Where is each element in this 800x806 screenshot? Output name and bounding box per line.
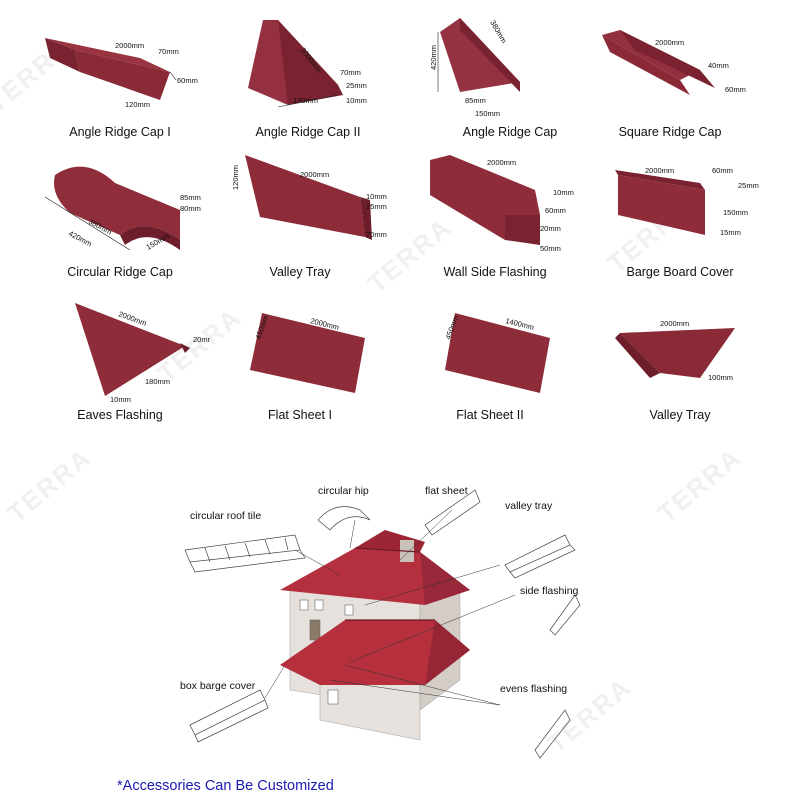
- svg-text:50mm: 50mm: [540, 244, 561, 253]
- product-caption: Angle Ridge Cap II: [255, 125, 361, 139]
- flat-sheet-1-drawing: 450mm 2000mm: [250, 313, 365, 393]
- svg-text:2000mm: 2000mm: [660, 319, 689, 328]
- product-caption: Square Ridge Cap: [618, 125, 722, 139]
- svg-text:120mm: 120mm: [231, 165, 240, 190]
- product-caption: Angle Ridge Cap I: [69, 125, 171, 139]
- svg-text:10mm: 10mm: [553, 188, 574, 197]
- valley-tray-2-drawing: 2000mm 100mm: [615, 319, 735, 382]
- roof-accessory-diagram: circular roof tile circular hip flat she…: [170, 480, 630, 780]
- product-wall-side-flashing: 2000mm 10mm 60mm 20mm 50mm Wall Side Fla…: [405, 155, 585, 285]
- svg-text:85mm: 85mm: [465, 96, 486, 105]
- product-barge-board-cover: 2000mm 60mm 25mm 150mm 15mm Barge Board …: [590, 155, 770, 285]
- angle-ridge-cap-3-drawing: 420mm 380mm 85mm 150mm: [429, 18, 520, 118]
- product-caption: Barge Board Cover: [626, 265, 734, 279]
- product-angle-ridge-cap-1: 2000mm 70mm 60mm 120mm Angle Ridge Cap I: [30, 10, 210, 140]
- label-flat-sheet: flat sheet: [425, 485, 468, 497]
- svg-text:60mm: 60mm: [177, 76, 198, 85]
- svg-text:60mm: 60mm: [725, 85, 746, 94]
- product-eaves-flashing: 2000mm 20mm 180mm 10mm Eaves Flashing: [30, 298, 210, 428]
- label-circular-roof-tile: circular roof tile: [190, 510, 262, 522]
- product-caption: Flat Sheet I: [268, 408, 332, 422]
- svg-text:380mm: 380mm: [488, 19, 508, 45]
- product-square-ridge-cap: 2000mm 40mm 60mm Square Ridge Cap: [580, 10, 760, 140]
- svg-text:2000mm: 2000mm: [487, 158, 516, 167]
- svg-text:70mm: 70mm: [366, 230, 387, 239]
- svg-text:25mm: 25mm: [346, 81, 367, 90]
- svg-text:2000mm: 2000mm: [300, 170, 329, 179]
- svg-text:2000mm: 2000mm: [655, 38, 684, 47]
- svg-text:180mm: 180mm: [145, 377, 170, 386]
- product-flat-sheet-1: 450mm 2000mm Flat Sheet I: [210, 298, 390, 428]
- circular-ridge-cap-drawing: 85mm 80mm 380mm 420mm 150mm: [44, 166, 201, 252]
- eaves-flashing-drawing: 2000mm 20mm 180mm 10mm: [75, 303, 210, 404]
- svg-text:2000mm: 2000mm: [115, 41, 144, 50]
- angle-ridge-cap-1-drawing: 2000mm 70mm 60mm 120mm: [45, 38, 198, 109]
- product-circular-ridge-cap: 85mm 80mm 380mm 420mm 150mm Circular Rid…: [30, 155, 210, 285]
- label-side-flashing: side flashing: [520, 585, 579, 597]
- product-valley-tray-2: 2000mm 100mm Valley Tray: [590, 298, 770, 428]
- svg-text:150mm: 150mm: [475, 109, 500, 118]
- product-caption: Angle Ridge Cap: [462, 125, 558, 139]
- watermark-text: TERRA: [651, 441, 748, 529]
- customization-note: *Accessories Can Be Customized: [117, 778, 334, 794]
- svg-text:70mm: 70mm: [158, 47, 179, 56]
- product-caption: Circular Ridge Cap: [67, 265, 173, 279]
- label-circular-hip: circular hip: [318, 485, 369, 497]
- svg-text:20mm: 20mm: [193, 335, 210, 344]
- label-valley-tray: valley tray: [505, 500, 553, 512]
- svg-text:150mm: 150mm: [723, 208, 748, 217]
- svg-text:85mm: 85mm: [180, 193, 201, 202]
- svg-text:130mm: 130mm: [293, 96, 318, 105]
- product-angle-ridge-cap-2: 2000mm 70mm 25mm 10mm 130mm Angle Ridge …: [218, 10, 398, 140]
- svg-text:25mm: 25mm: [738, 181, 759, 190]
- house-illustration: [184, 489, 581, 759]
- svg-text:80mm: 80mm: [180, 204, 201, 213]
- label-box-barge-cover: box barge cover: [180, 680, 256, 692]
- product-caption: Flat Sheet II: [456, 408, 524, 422]
- svg-text:2000mm: 2000mm: [645, 166, 674, 175]
- watermark-text: TERRA: [1, 441, 98, 529]
- svg-text:10mm: 10mm: [110, 395, 131, 404]
- svg-text:70mm: 70mm: [340, 68, 361, 77]
- svg-text:420mm: 420mm: [67, 229, 93, 249]
- svg-text:100mm: 100mm: [708, 373, 733, 382]
- svg-text:60mm: 60mm: [712, 166, 733, 175]
- svg-text:15mm: 15mm: [720, 228, 741, 237]
- barge-board-cover-drawing: 2000mm 60mm 25mm 150mm 15mm: [615, 166, 759, 237]
- angle-ridge-cap-2-drawing: 2000mm 70mm 25mm 10mm 130mm: [248, 20, 367, 108]
- svg-text:20mm: 20mm: [540, 224, 561, 233]
- product-valley-tray-1: 120mm 2000mm 10mm 25mm 70mm Valley Tray: [210, 155, 390, 285]
- product-caption: Valley Tray: [269, 265, 331, 279]
- wall-side-flashing-drawing: 2000mm 10mm 60mm 20mm 50mm: [430, 155, 574, 253]
- square-ridge-cap-drawing: 2000mm 40mm 60mm: [602, 30, 746, 95]
- product-caption: Valley Tray: [649, 408, 711, 422]
- valley-tray-1-drawing: 120mm 2000mm 10mm 25mm 70mm: [231, 155, 387, 240]
- product-caption: Wall Side Flashing: [443, 265, 547, 279]
- product-flat-sheet-2: 450mm 1400mm Flat Sheet II: [400, 298, 580, 428]
- flat-sheet-2-drawing: 450mm 1400mm: [443, 313, 550, 393]
- svg-text:25mm: 25mm: [366, 202, 387, 211]
- label-evens-flashing: evens flashing: [500, 683, 568, 695]
- svg-text:420mm: 420mm: [429, 45, 438, 70]
- svg-text:120mm: 120mm: [125, 100, 150, 109]
- product-angle-ridge-cap-3: 420mm 380mm 85mm 150mm Angle Ridge Cap: [420, 10, 600, 140]
- svg-text:60mm: 60mm: [545, 206, 566, 215]
- svg-text:10mm: 10mm: [346, 96, 367, 105]
- svg-text:40mm: 40mm: [708, 61, 729, 70]
- svg-text:10mm: 10mm: [366, 192, 387, 201]
- product-caption: Eaves Flashing: [77, 408, 163, 422]
